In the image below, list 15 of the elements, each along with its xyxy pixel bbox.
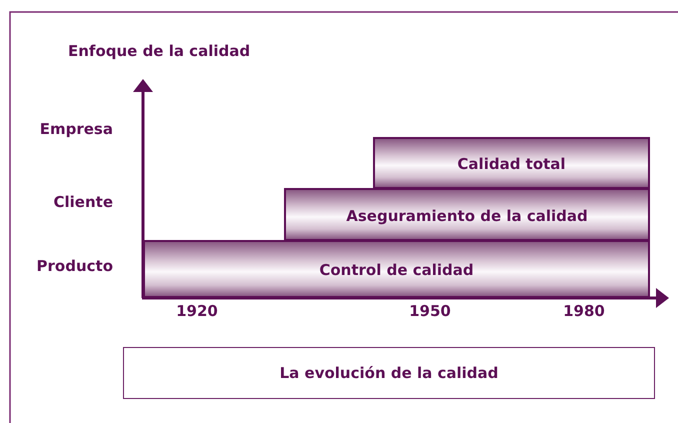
timeline-bar <box>373 137 650 189</box>
axis-label: Producto <box>36 257 113 275</box>
bar-label: La evolución de la calidad <box>280 364 498 382</box>
bar-label: Calidad total <box>457 155 566 173</box>
bar-label: Aseguramiento de la calidad <box>346 206 588 224</box>
tick-label: 1920 <box>176 302 218 320</box>
axis-label: Cliente <box>54 193 113 211</box>
timeline-bar <box>284 188 650 241</box>
tick-label: 1980 <box>563 302 605 320</box>
bar-label: Control de calidad <box>319 261 474 279</box>
caption-box <box>123 347 655 399</box>
axis-label: Empresa <box>40 120 113 138</box>
axis-title: Enfoque de la calidad <box>68 42 250 60</box>
tick-label: 1950 <box>409 302 451 320</box>
timeline-bar <box>143 240 650 298</box>
